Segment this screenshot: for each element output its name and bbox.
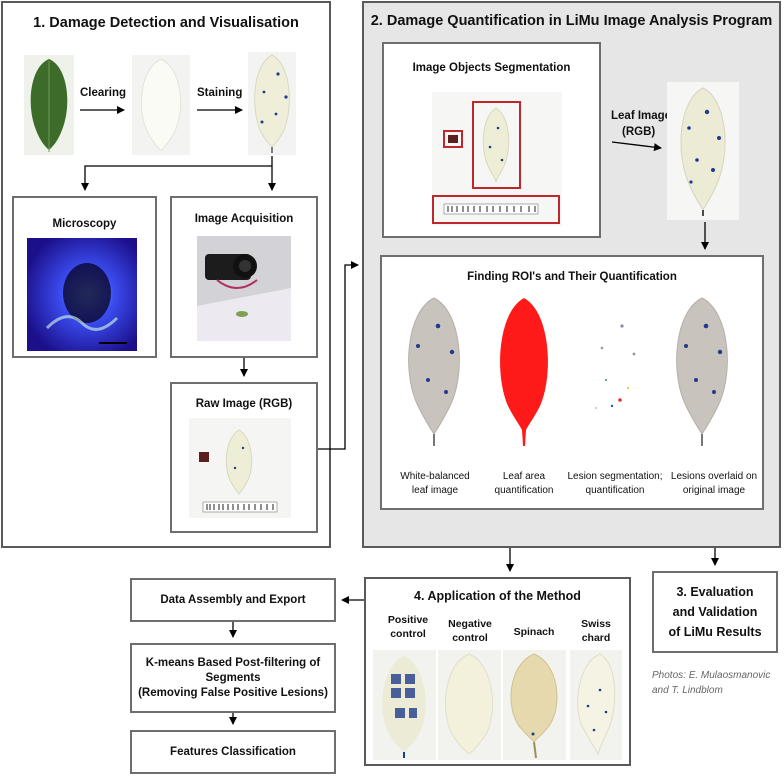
section-3-line3: of LiMu Results <box>668 625 762 639</box>
leaf-area-image <box>490 296 558 446</box>
raw-image-thumbnail <box>189 418 291 518</box>
spinach-leaf-image <box>503 650 566 760</box>
section-4-title: 4. Application of the Method <box>414 589 581 603</box>
leaf-image-label-line1: Leaf Image <box>611 110 672 122</box>
lesions-overlaid-image <box>666 296 738 446</box>
leaf-rgb-image <box>667 82 739 220</box>
sample-spinach-label: Spinach <box>513 626 555 638</box>
green-leaf-image <box>24 55 74 155</box>
section-1-title: 1. Damage Detection and Visualisation <box>33 15 299 31</box>
roi-title: Finding ROI's and Their Quantification <box>467 271 677 283</box>
features-classification-box: Features Classification <box>130 730 336 774</box>
cleared-leaf-image <box>132 55 190 155</box>
caption-lesion-segmentation: Lesion segmentation;quantification <box>567 471 663 496</box>
microscopy-image <box>27 238 137 351</box>
stained-leaf-image <box>248 52 296 155</box>
microscopy-title: Microscopy <box>52 218 117 230</box>
segmentation-image <box>432 92 562 226</box>
segmentation-title: Image Objects Segmentation <box>412 62 571 74</box>
camera-setup-image <box>197 236 291 341</box>
raw-image-title: Raw Image (RGB) <box>195 398 293 410</box>
data-assembly-box: Data Assembly and Export <box>130 578 336 622</box>
positive-control-leaf-image <box>373 650 436 760</box>
image-acquisition-title: Image Acquisition <box>194 213 294 225</box>
clearing-label: Clearing <box>80 87 127 99</box>
negative-control-leaf-image <box>438 650 501 760</box>
staining-label: Staining <box>197 87 243 99</box>
lesion-segmentation-image <box>582 296 652 446</box>
section-3-line1: 3. Evaluation <box>676 585 754 599</box>
swiss-chard-leaf-image <box>570 650 622 760</box>
section-2-title: 2. Damage Quantification in LiMu Image A… <box>370 13 773 29</box>
leaf-image-label-line2: (RGB) <box>622 126 656 138</box>
kmeans-filtering-box: K-means Based Post-filtering of Segments… <box>130 643 336 713</box>
white-balanced-leaf-image <box>398 296 470 446</box>
section-3-line2: and Validation <box>672 605 758 619</box>
section-3-box: 3. Evaluation and Validation of LiMu Res… <box>652 571 778 653</box>
